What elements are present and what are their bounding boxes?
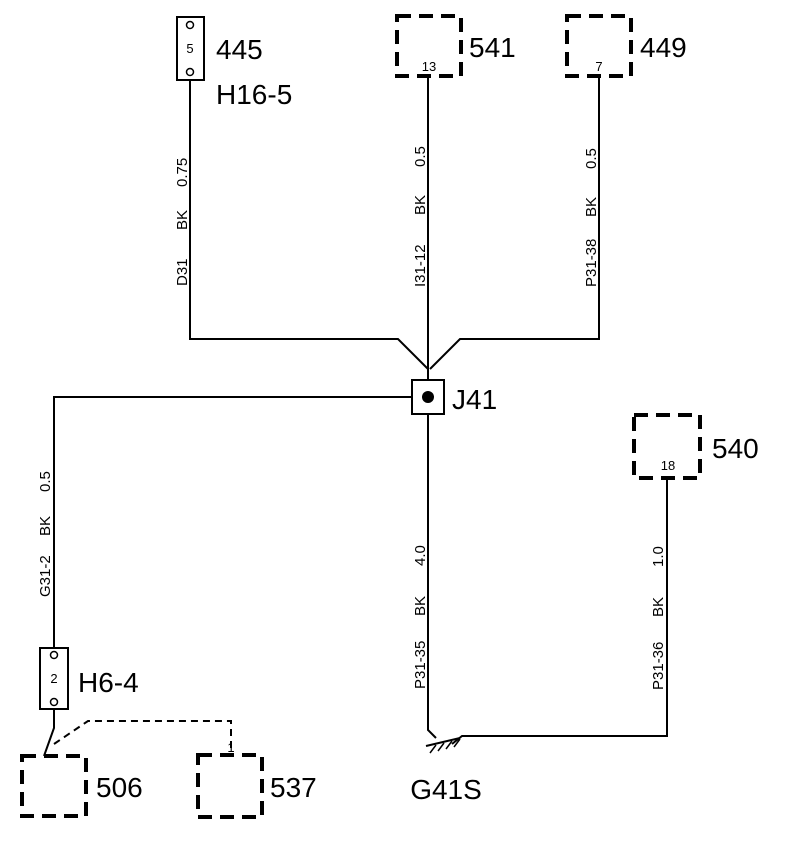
ground-g41s-label: G41S (410, 774, 482, 805)
wire-label-d31: D31 BK 0.75 (174, 158, 191, 286)
connector-h16-5-label: H16-5 (216, 79, 292, 110)
component-541-box (395, 14, 463, 78)
connector-h6-4-label: H6-4 (78, 667, 139, 698)
wire-p31-36-circuit: P31-36 (650, 642, 667, 690)
wire-d31-color: BK (174, 210, 191, 230)
wire-p31-38-gauge: 0.5 (583, 148, 600, 169)
wire-label-p31-36: P31-36 BK 1.0 (650, 546, 667, 690)
wire-g31-color: BK (37, 516, 54, 536)
wire-d31-gauge: 0.75 (174, 158, 191, 187)
component-540-box (632, 413, 702, 480)
wire-d31 (189, 80, 429, 370)
wire-d31-circuit: D31 (174, 258, 191, 286)
component-541-pin: 13 (422, 59, 436, 74)
wire-g31 (53, 396, 428, 648)
component-537-pin: 1 (227, 740, 234, 755)
wire-p31-38 (429, 78, 600, 370)
wire-p31-36-gauge: 1.0 (650, 546, 667, 567)
wire-label-p31-38: P31-38 BK 0.5 (583, 148, 600, 287)
pin-terminal (185, 67, 195, 77)
wire-label-g31: G31-2 BK 0.5 (37, 471, 54, 597)
component-445-label: 445 (216, 34, 263, 65)
wire-p31-36 (451, 478, 668, 745)
wire-p31-38-circuit: P31-38 (583, 239, 600, 287)
component-449-label: 449 (640, 32, 687, 63)
wire-g31-circuit: G31-2 (37, 555, 54, 597)
component-540-pin: 18 (661, 458, 675, 473)
wire-p31-35-gauge: 4.0 (412, 545, 429, 566)
wire-i31-color: BK (412, 195, 429, 215)
component-540-label: 540 (712, 433, 759, 464)
junction-j41-label: J41 (452, 384, 497, 415)
pin-terminal (49, 650, 59, 660)
wire-h6-to-506 (43, 709, 55, 757)
connector-h16-5-pin: 5 (186, 41, 193, 56)
pin-terminal (185, 20, 195, 30)
component-506-label: 506 (96, 772, 143, 803)
component-537-label: 537 (270, 772, 317, 803)
wire-i31-circuit: I31-12 (412, 244, 429, 287)
wire-g31-gauge: 0.5 (37, 471, 54, 492)
wire-p31-35-color: BK (412, 596, 429, 616)
wire-p31-35-circuit: P31-35 (412, 641, 429, 689)
wire-p31-35 (427, 414, 437, 739)
wire-p31-36-color: BK (650, 597, 667, 617)
ground-symbol (425, 737, 461, 754)
wire-label-p31-35: P31-35 BK 4.0 (412, 545, 429, 689)
wire-p31-38-color: BK (583, 197, 600, 217)
component-449-pin: 7 (595, 59, 602, 74)
component-506-box (20, 754, 88, 818)
wire-label-i31: I31-12 BK 0.5 (412, 146, 429, 287)
wire-i31-gauge: 0.5 (412, 146, 429, 167)
component-541-label: 541 (469, 32, 516, 63)
component-449-box (565, 14, 633, 78)
wire-dashed-506-537 (53, 720, 232, 755)
component-537-box (196, 753, 264, 819)
junction-j41-dot (422, 391, 434, 403)
connector-h6-4-pin: 2 (50, 671, 57, 686)
pin-terminal (49, 697, 59, 707)
